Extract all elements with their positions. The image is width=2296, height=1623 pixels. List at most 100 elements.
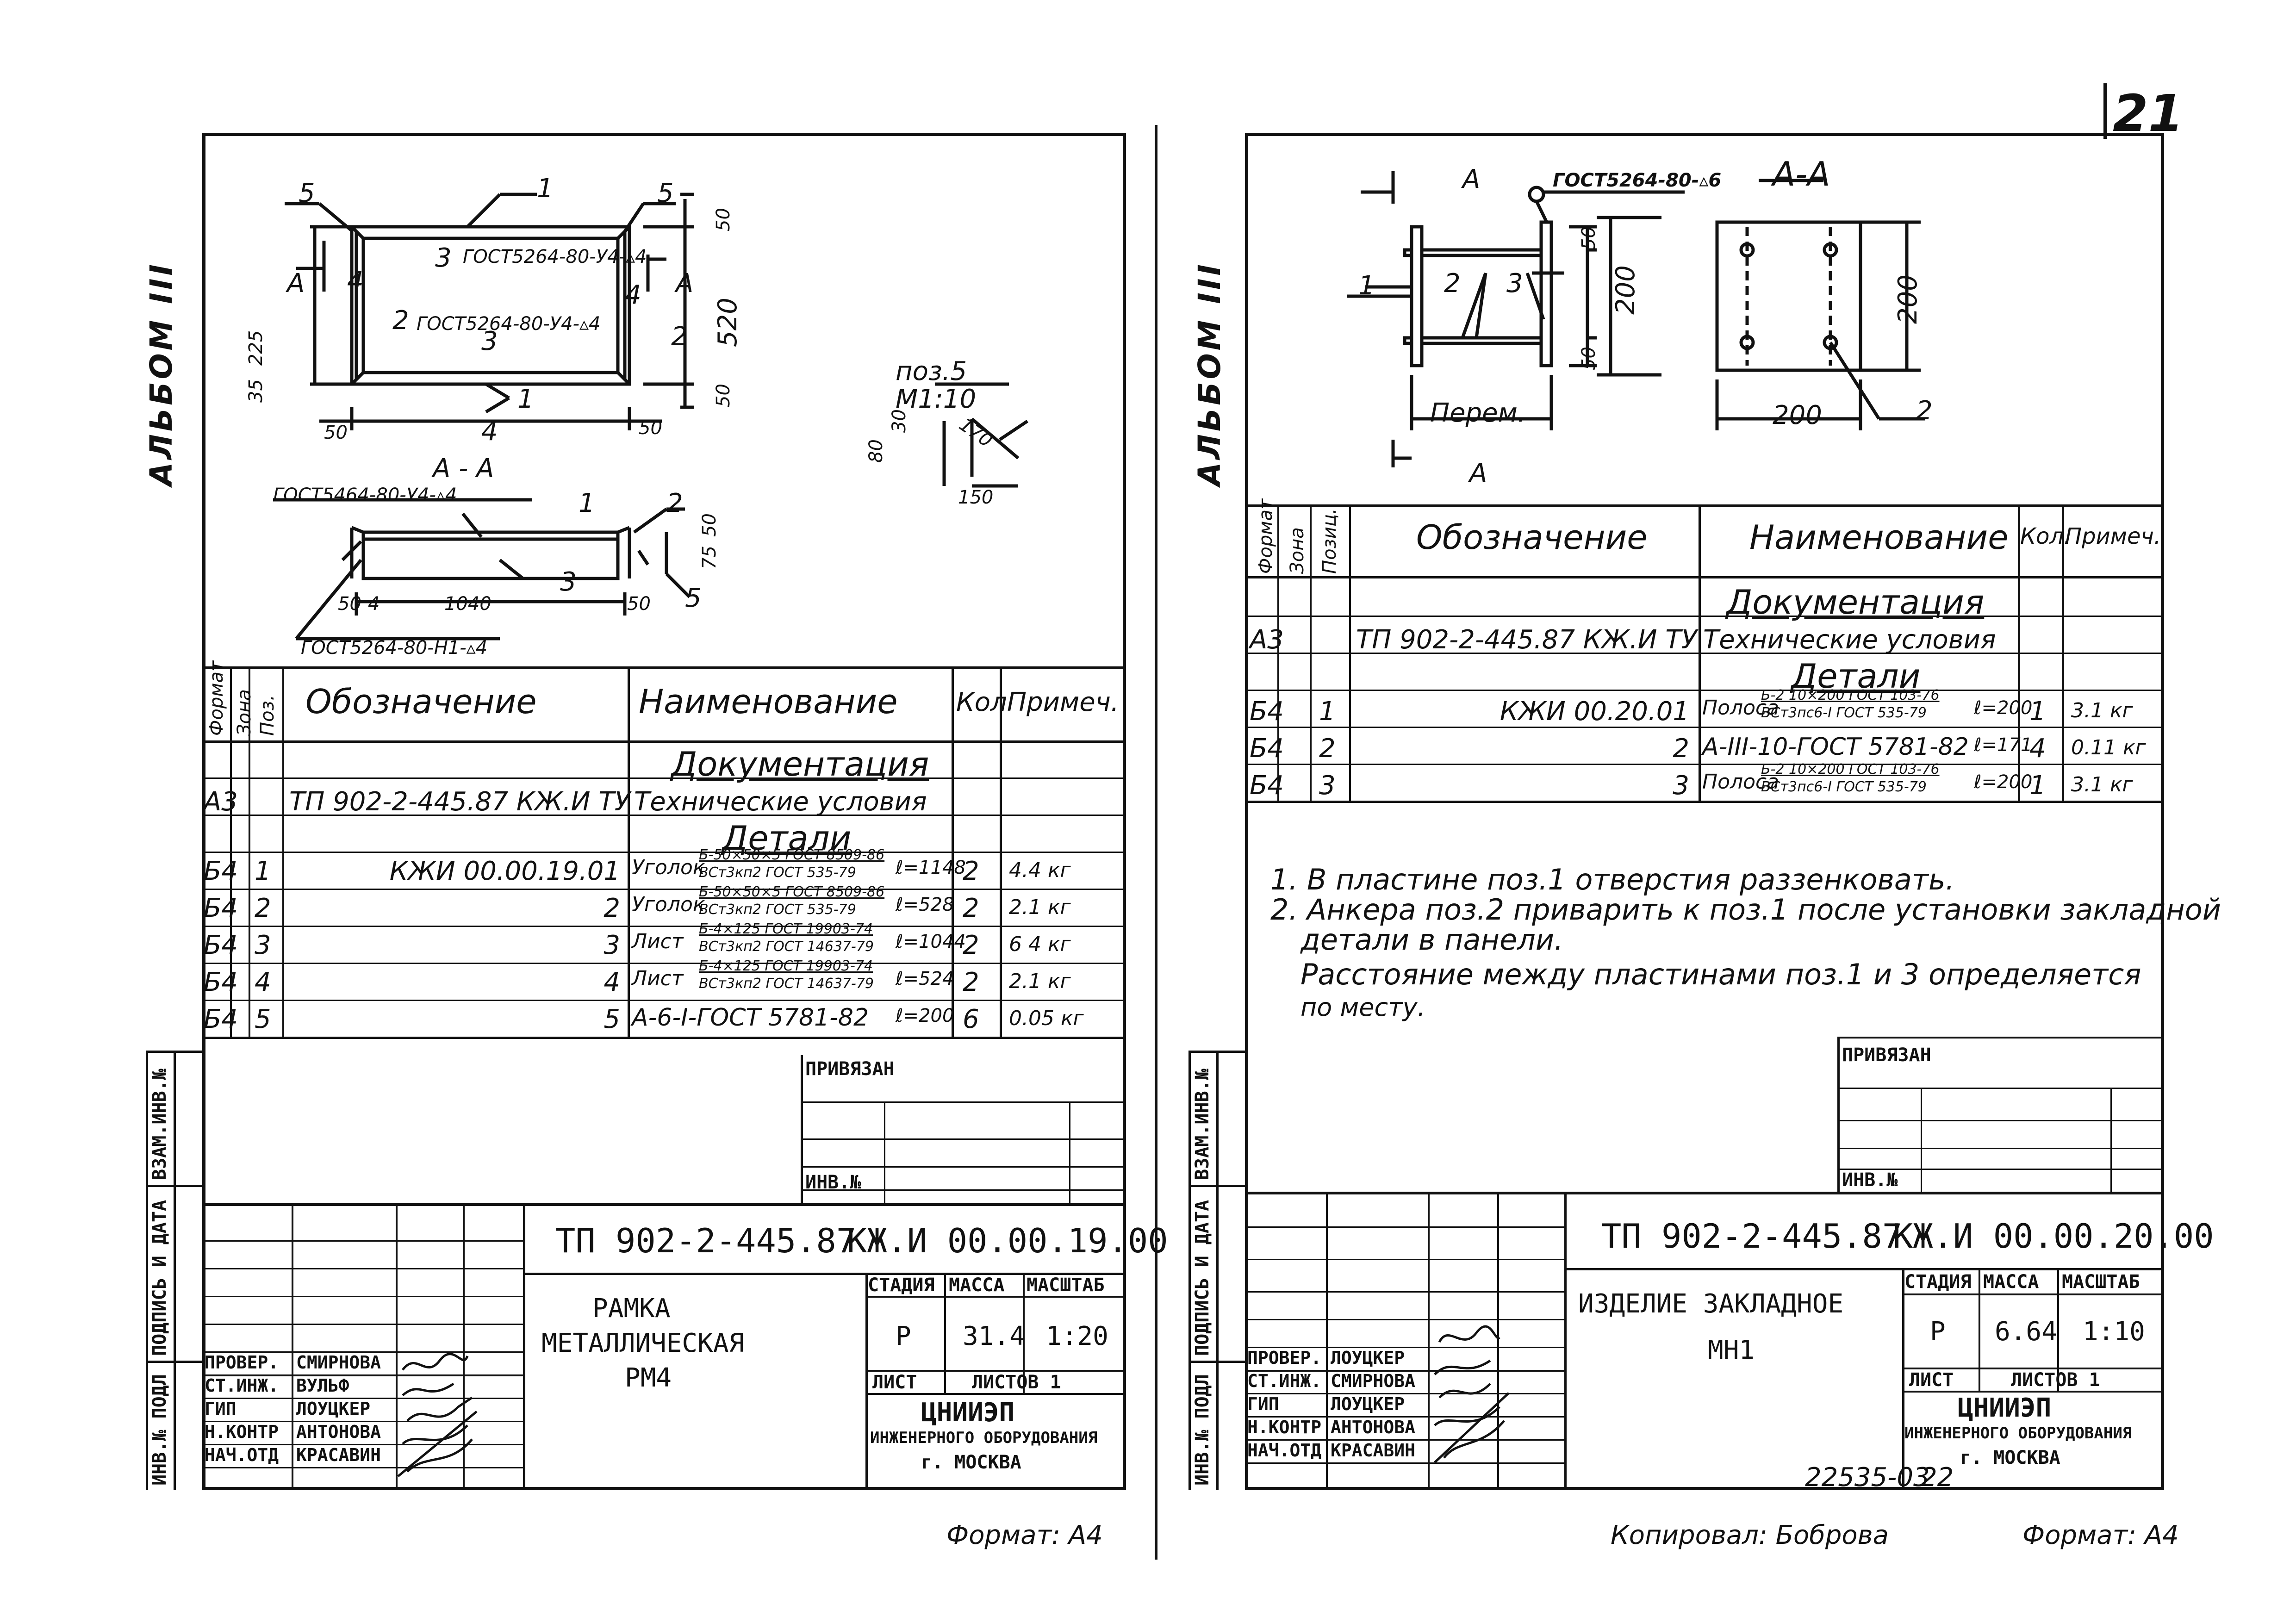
title-role: ПРОВЕР. [205, 1352, 279, 1373]
right-pos-label: 2 [1444, 268, 1461, 298]
title-block-col [292, 1203, 293, 1490]
right-dim: 200 [1893, 274, 1923, 324]
left-dim-label: 50 [338, 593, 361, 615]
spec-row-qty: 1 [2029, 696, 2046, 727]
spec-row-length: ℓ=200 [1974, 771, 2033, 793]
spec-header-name: Наименование [1749, 518, 2009, 557]
org-dept: ИНЖЕНЕРНОГО ОБОРУДОВАНИЯ [870, 1429, 1098, 1447]
title-block-col [1564, 1192, 1567, 1490]
right-pos-label: 1 [1358, 271, 1375, 301]
privyazan-rule [1837, 1088, 2164, 1089]
signature-scribbles [397, 1353, 478, 1477]
title-block-rule [1245, 1319, 1564, 1320]
left-dim-label: 1 [517, 384, 534, 414]
title-block-rule [202, 1324, 523, 1325]
title-person: КРАСАВИН [296, 1445, 381, 1465]
title-block-rule [202, 1296, 523, 1297]
side-strip-rule [1188, 1051, 1245, 1053]
left-dim-label: 50 [324, 422, 348, 443]
privyazan-label: ПРИВЯЗАН [1842, 1045, 1931, 1066]
side-label-replace: ВЗАМ.ИНВ.№ [149, 1069, 170, 1180]
spec-header-designation: Обозначение [305, 682, 537, 721]
privyazan-rule [884, 1101, 885, 1203]
scale-header: МАСШТАБ [1027, 1275, 1105, 1296]
spec-row-rule [202, 963, 1126, 964]
title-name-line: РАМКА [592, 1293, 671, 1324]
right-embedded-part-drawing [1347, 171, 1925, 467]
inv-label: ИНВ.№ [805, 1172, 861, 1193]
left-dim-label: 3 [435, 243, 452, 273]
title-block-col [944, 1273, 946, 1393]
title-block-rule [865, 1296, 1126, 1298]
spec-col-rule [1699, 504, 1701, 801]
note-line: 1. В пластине поз.1 отверстия раззенкова… [1270, 863, 1955, 896]
spec-row-format: А3 [204, 787, 238, 817]
spec-row-length: ℓ=1044 [896, 931, 966, 952]
stage-header: СТАДИЯ [1904, 1271, 1972, 1293]
sheet-label: ЛИСТ [872, 1372, 917, 1393]
right-sheet-frame [1245, 133, 2164, 1490]
title-person: ЛОУЦКЕР [1331, 1348, 1405, 1368]
section-marker-A: А [287, 268, 305, 298]
side-label-replace: ВЗАМ.ИНВ.№ [1192, 1069, 1213, 1180]
title-block-rule [1245, 1259, 1564, 1260]
spec-col-rule [282, 666, 284, 1037]
left-dim-label: 5 [657, 178, 674, 208]
spec-col-rule [1000, 666, 1002, 1037]
side-label-sign: ПОДПИСЬ И ДАТА [149, 1200, 170, 1356]
spec-row-note: 3.1 кг [2071, 773, 2133, 796]
spec-header-designation: Обозначение [1416, 518, 1648, 557]
title-block-rule [1245, 1462, 1564, 1464]
spec-col-rule [1349, 504, 1351, 801]
spec-row-name: Технические условия [634, 787, 927, 817]
spec-row-designation: ТП 902-2-445.87 КЖ.И ТУ [1356, 625, 1697, 655]
spec-row-qty: 2 [963, 893, 979, 923]
sheet-label: ЛИСТ [1909, 1369, 1954, 1391]
org-city: г. МОСКВА [1960, 1447, 2060, 1468]
spec-row-designation: 2 [1673, 734, 1689, 764]
privyazan-rule [801, 1138, 1125, 1140]
spec-col-rule [1277, 504, 1279, 801]
side-strip-rule [146, 1185, 202, 1187]
spec-row-designation: 2 [604, 893, 620, 923]
left-dim-label: 4 [481, 417, 498, 447]
left-dim-label: 520 [713, 298, 743, 347]
title-block-rule [202, 1374, 523, 1376]
title-role: ГИП [1247, 1394, 1279, 1414]
spec-row-name-bottom: ВСт3пс6-I ГОСТ 535-79 [1761, 705, 1927, 721]
title-block-rule [1245, 1393, 1564, 1394]
title-role: ГИП [205, 1399, 236, 1419]
privyazan-rule [1069, 1101, 1070, 1203]
spec-col-rule [249, 666, 250, 1037]
spec-row-format: Б4 [204, 930, 238, 960]
title-role: НАЧ.ОТД [1247, 1440, 1322, 1461]
spec-row-length: ℓ=200 [1974, 697, 2033, 719]
spec-col-rule [230, 666, 232, 1037]
spec-row-length: ℓ=1148 [896, 857, 966, 878]
title-name-line: МН1 [1708, 1335, 1755, 1365]
doc-number: 22535-03 [1805, 1462, 1930, 1492]
center-separator [1155, 125, 1157, 1560]
title-person: ВУЛЬФ [296, 1375, 349, 1396]
title-block-rule [202, 1398, 523, 1399]
doc-number-suffix: 22 [1921, 1462, 1954, 1492]
spec-row-pos: 3 [255, 930, 271, 960]
spec-row-rule [1245, 764, 2164, 765]
spec-header-pos: Позиц. [1319, 508, 1340, 574]
mass-value: 6.64 [1995, 1317, 2057, 1347]
left-dim-label: 50 [713, 208, 734, 231]
side-strip-rule [1216, 1051, 1219, 1490]
right-dim: 200 [1773, 400, 1822, 430]
left-dim-label: 2 [392, 305, 409, 336]
spec-row-rule [1245, 727, 2164, 728]
left-dim-label: 50 [713, 384, 734, 407]
right-weld-note: ГОСТ5264-80-▵6 [1553, 170, 1722, 191]
left-dim-label: 2 [671, 322, 688, 352]
title-block-rule [1902, 1391, 2164, 1393]
spec-row-note: 0.11 кг [2071, 736, 2146, 759]
spec-col-rule [1310, 504, 1312, 801]
right-album-label: АЛЬБОМ III [1192, 261, 1227, 486]
title-person: АНТОНОВА [296, 1422, 381, 1442]
spec-row-pos: 2 [1319, 734, 1336, 764]
spec-header-qty: Кол [956, 687, 1007, 717]
